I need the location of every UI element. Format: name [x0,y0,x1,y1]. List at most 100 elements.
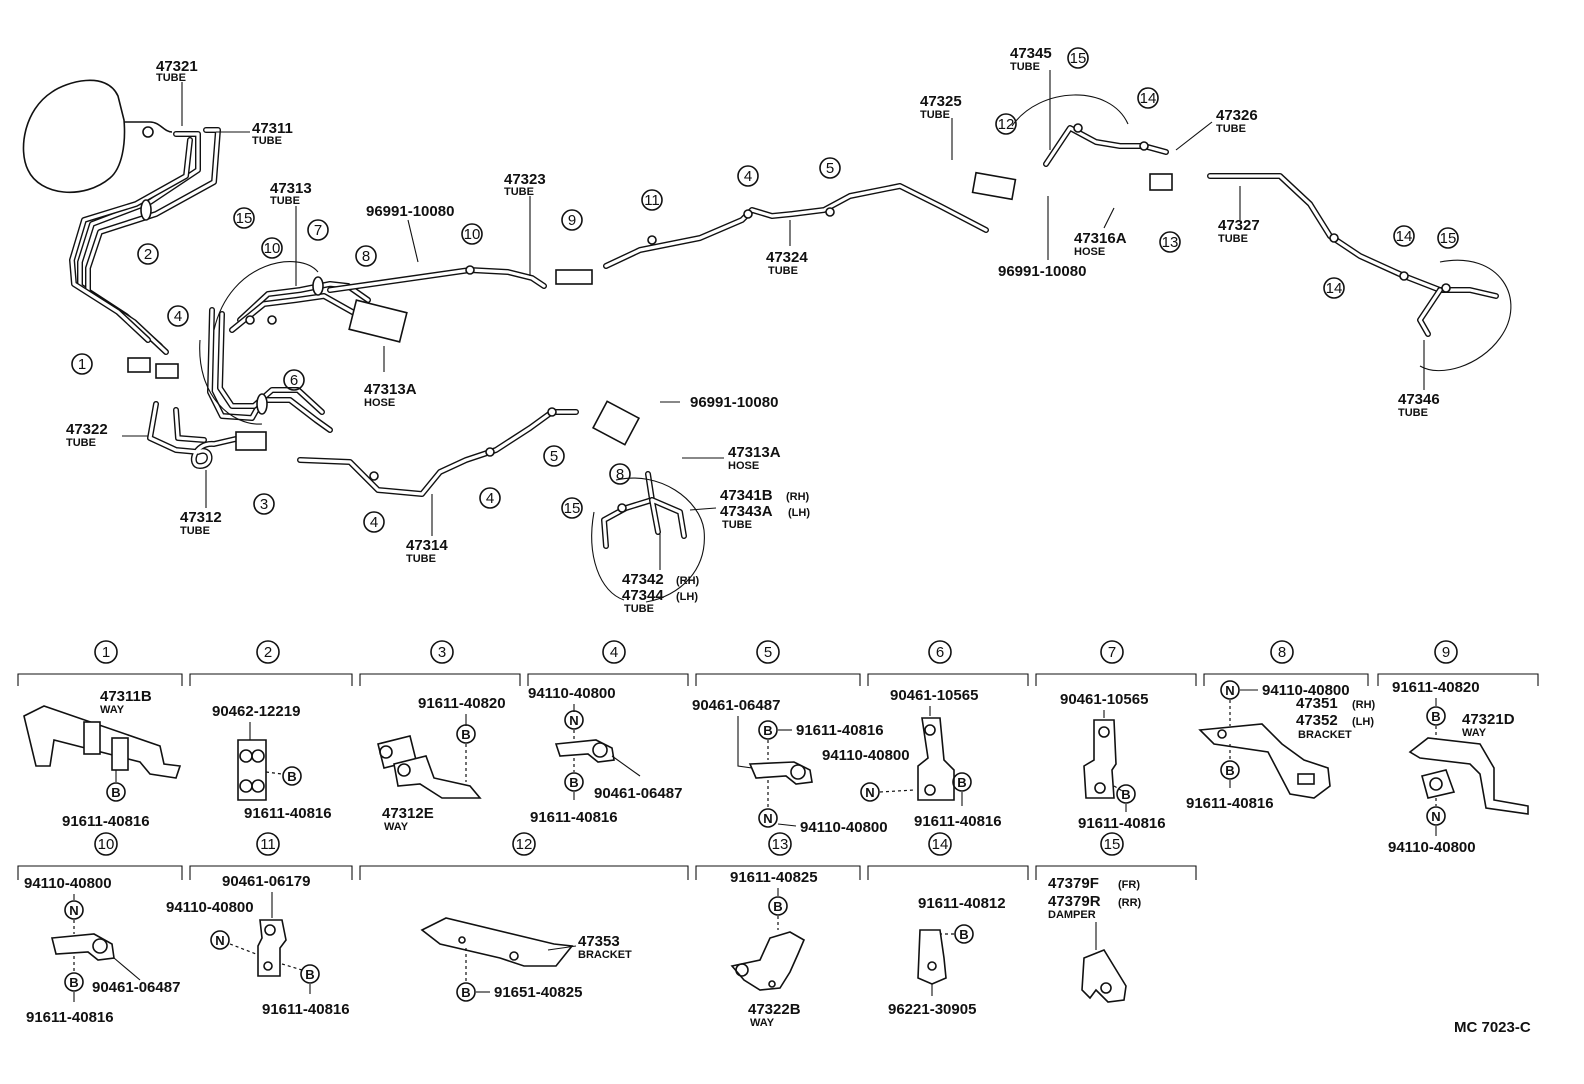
svg-text:91611-40816: 91611-40816 [796,722,884,739]
svg-text:B: B [957,775,966,790]
svg-text:2: 2 [264,644,272,661]
ref-13: 13 [1159,231,1181,253]
svg-text:B: B [69,975,78,990]
svg-text:47321: 47321 [156,58,198,75]
svg-text:14: 14 [1396,228,1413,245]
svg-text:TUBE: TUBE [180,525,210,537]
svg-text:12: 12 [516,836,533,853]
detail-2: 90462-12219 B 91611-40816 [212,703,332,822]
svg-text:91611-40816: 91611-40816 [530,809,618,826]
svg-text:N: N [215,933,224,948]
ref-14-b: 14 [1323,277,1345,299]
callout-47343a: 47343A(LH)TUBE [720,503,810,531]
ref-8-b: 8 [609,463,631,485]
callout-96991-10080-c: 96991-10080 [998,263,1086,280]
ref-11: 11 [641,189,663,211]
svg-text:91611-40820: 91611-40820 [418,695,506,712]
svg-text:47322: 47322 [66,421,108,438]
svg-text:N: N [763,811,772,826]
svg-text:47344: 47344 [622,587,664,604]
svg-text:47323: 47323 [504,171,546,188]
svg-text:HOSE: HOSE [364,397,395,409]
callout-96991-10080-a: 96991-10080 [366,203,454,220]
svg-text:(RR): (RR) [1118,897,1142,909]
svg-text:HOSE: HOSE [728,460,759,472]
svg-text:47353: 47353 [578,933,620,950]
svg-text:47379R: 47379R [1048,893,1101,910]
svg-text:90461-10565: 90461-10565 [890,687,978,704]
wheel-outlines [199,94,1512,603]
panel-4-number: 4 [602,640,626,664]
svg-text:11: 11 [644,192,660,209]
svg-text:90461-06487: 90461-06487 [594,785,682,802]
detail-11: 90461-06179 94110-40800 N B 91611-40816 [166,873,350,1018]
panel-3-number: 3 [430,640,454,664]
svg-text:96991-10080: 96991-10080 [690,394,778,411]
svg-text:14: 14 [1140,90,1157,107]
svg-text:TUBE: TUBE [270,195,300,207]
svg-text:96991-10080: 96991-10080 [998,263,1086,280]
svg-text:13: 13 [772,836,789,853]
svg-text:47312: 47312 [180,509,222,526]
routing-circled-numbers: 2 15 10 7 8 10 9 11 4 5 4 1 6 3 4 4 5 8 … [71,47,1459,533]
svg-text:47312E: 47312E [382,805,434,822]
callout-47341b: 47341B(RH) [720,487,810,504]
svg-text:TUBE: TUBE [252,135,282,147]
svg-text:6: 6 [290,372,298,389]
svg-text:47352: 47352 [1296,712,1338,729]
svg-text:91611-40812: 91611-40812 [918,895,1006,912]
ref-8: 8 [355,245,377,267]
svg-text:TUBE: TUBE [504,186,534,198]
svg-text:7: 7 [314,222,322,239]
ref-10: 10 [261,237,283,259]
svg-text:B: B [461,985,470,1000]
callout-96991-10080-b: 96991-10080 [690,394,778,411]
panel-2-number: 2 [256,640,280,664]
svg-text:5: 5 [550,448,558,465]
svg-text:TUBE: TUBE [1010,61,1040,73]
svg-text:47313A: 47313A [364,381,417,398]
svg-text:96991-10080: 96991-10080 [366,203,454,220]
svg-text:91611-40816: 91611-40816 [26,1009,114,1026]
panel-1-number: 1 [94,640,118,664]
svg-text:11: 11 [260,836,276,853]
svg-text:47322B: 47322B [748,1001,801,1018]
svg-text:5: 5 [764,644,772,661]
svg-text:15: 15 [1104,836,1121,853]
svg-text:N: N [569,713,578,728]
ref-15-b: 15 [561,497,583,519]
svg-text:(RH): (RH) [786,491,810,503]
svg-text:(FR): (FR) [1118,879,1140,891]
svg-text:(LH): (LH) [788,507,810,519]
svg-text:90461-10565: 90461-10565 [1060,691,1148,708]
svg-text:4: 4 [174,308,182,325]
svg-text:4: 4 [610,644,618,661]
ref-15: 15 [233,207,255,229]
svg-text:47316A: 47316A [1074,230,1127,247]
svg-text:15: 15 [236,210,253,227]
svg-text:N: N [69,903,78,918]
svg-text:B: B [1121,787,1130,802]
svg-text:3: 3 [438,644,446,661]
svg-text:8: 8 [1278,644,1286,661]
svg-text:B: B [569,775,578,790]
svg-text:47351: 47351 [1296,695,1338,712]
ref-12: 12 [995,113,1017,135]
svg-text:15: 15 [1070,50,1087,67]
svg-text:94110-40800: 94110-40800 [822,747,910,764]
svg-text:94110-40800: 94110-40800 [800,819,888,836]
detail-5: 90461-06487 B 91611-40816 N 94110-40800 [692,697,888,836]
svg-text:BRACKET: BRACKET [578,949,632,961]
ref-4-b: 4 [167,305,189,327]
svg-text:14: 14 [1326,280,1343,297]
svg-text:(LH): (LH) [676,591,698,603]
ref-4-c: 4 [363,511,385,533]
leader-lines [122,70,1425,570]
